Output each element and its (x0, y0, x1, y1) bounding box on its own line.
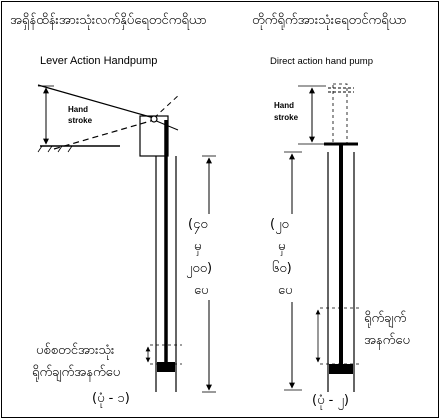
handpump-diagram: အရှိန်ထိန်းအားသုံးလက်နှိပ်ရေတင်ကရိယာ Lev… (10, 12, 410, 410)
right-depth-1: (၂၀ (270, 217, 289, 234)
right-title-my: တိုက်ရိုက်အားသုံးရေတင်ကရိယာ (252, 12, 407, 30)
left-bottom-1: ပစ်စတင်အားသုံး (36, 342, 114, 360)
left-depth-1: (၄၀ (188, 217, 208, 234)
left-fig-label: (ပုံ - ၁) (92, 391, 130, 408)
left-stroke-1: Hand (68, 105, 88, 114)
left-title-en: Lever Action Handpump (40, 55, 157, 67)
left-depth-3: ၂၀၀) (186, 261, 212, 278)
lever-up (37, 84, 155, 119)
left-pump (37, 84, 216, 393)
lever-down (53, 119, 155, 150)
right-fig-label: (ပုံ - ၂) (312, 393, 349, 410)
right-piston (329, 364, 353, 374)
left-depth-2: မှ (194, 239, 201, 256)
left-depth-4: ပေ (194, 283, 208, 298)
right-bottom-1: ရိုက်ချက် (364, 310, 407, 328)
right-depth-2: မှ (278, 239, 285, 256)
left-title-my: အရှိန်ထိန်းအားသုံးလက်နှိပ်ရေတင်ကရိယာ (10, 12, 207, 30)
pivot (150, 115, 158, 123)
left-stroke-2: stroke (68, 116, 93, 125)
right-title-en: Direct action hand pump (270, 56, 373, 67)
handle-travel (332, 83, 348, 145)
right-stroke-1: Hand (274, 101, 294, 110)
right-depth-4: ပေ (278, 283, 292, 298)
right-stroke-2: stroke (274, 113, 299, 122)
right-pump (284, 83, 362, 392)
right-bottom-2: အနက်ပေ (364, 332, 410, 350)
left-bottom-2: ရိုက်ချက်အနက်ပေ (32, 364, 120, 382)
right-depth-3: ၆၀) (272, 260, 292, 276)
left-piston (157, 362, 175, 372)
